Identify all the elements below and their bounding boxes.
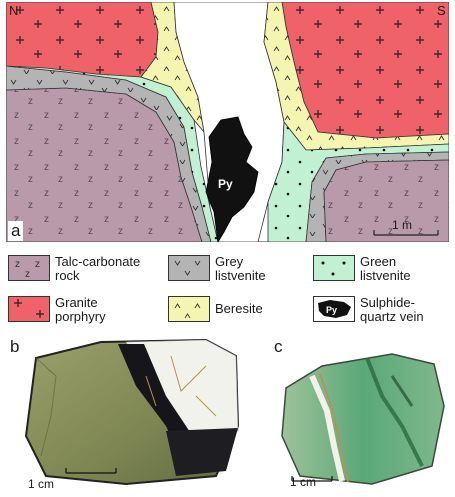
photo-b: b 1 cm [6, 336, 268, 492]
photo-c-scale-label: 1 cm [290, 475, 316, 489]
legend-label: Green listvenite [360, 255, 411, 283]
rock-sample-c [272, 336, 450, 492]
green-swatch [313, 255, 355, 281]
photo-c: c 1 cm [272, 336, 450, 492]
legend-grey-listvenite: Grey listvenite [168, 255, 266, 283]
map-scale-label: 1 m [392, 218, 412, 232]
vein-label: Py [218, 177, 233, 191]
granite-swatch [8, 296, 50, 322]
rock-sample-b [6, 336, 268, 492]
photo-b-scale-label: 1 cm [28, 477, 54, 491]
panel-letter-b: b [10, 337, 19, 357]
geological-map: z z [6, 2, 449, 242]
beresite-swatch [168, 296, 210, 322]
panel-letter-a: a [8, 221, 23, 241]
sulphide-swatch: Py [313, 296, 355, 322]
legend-label: Granite porphyry [55, 296, 106, 324]
legend-sulphide-quartz-vein: Py Sulphide- quartz vein [313, 296, 424, 324]
north-label: N [9, 3, 18, 18]
legend-label: Grey listvenite [215, 255, 266, 283]
legend-label: Sulphide- quartz vein [360, 296, 424, 324]
sulphide-swatch-py: Py [326, 305, 337, 315]
south-label: S [437, 3, 446, 18]
legend-green-listvenite: Green listvenite [313, 255, 411, 283]
legend-beresite: Beresite [168, 296, 263, 322]
legend-label: Talc-carbonate rock [55, 255, 140, 283]
legend-label: Beresite [215, 302, 263, 316]
grey-swatch [168, 255, 210, 281]
svg-text:z: z [15, 259, 20, 270]
panel-letter-c: c [274, 337, 283, 357]
svg-text:z: z [25, 269, 30, 280]
legend-granite-porphyry: Granite porphyry [8, 296, 106, 324]
svg-text:z: z [35, 259, 40, 270]
map-drawing: z z [6, 2, 449, 242]
